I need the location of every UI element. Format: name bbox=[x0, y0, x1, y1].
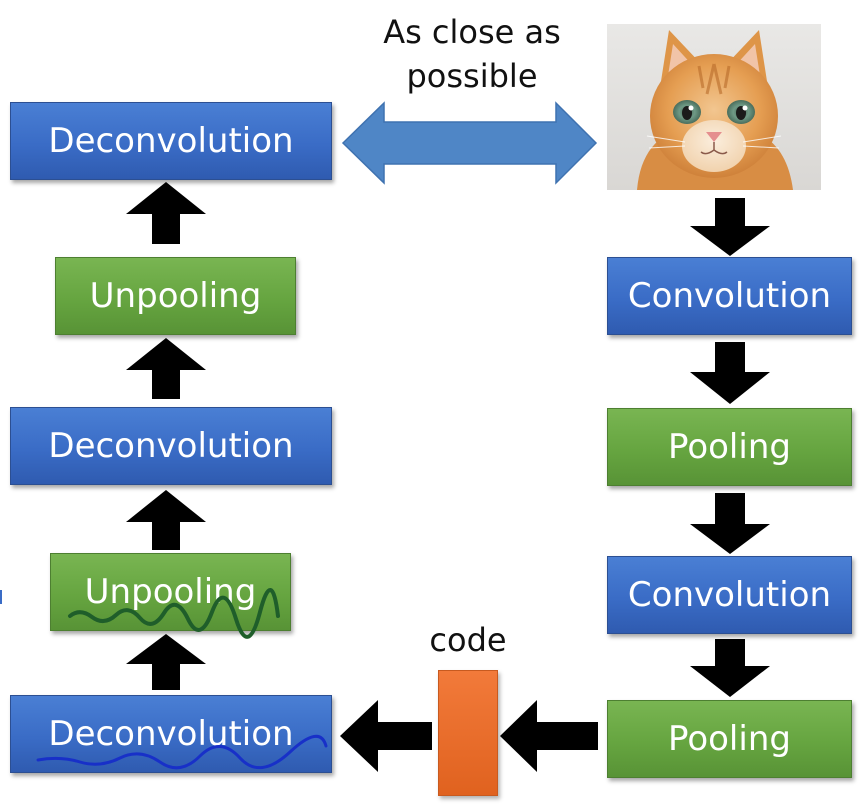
arrow-up-icon-2 bbox=[126, 490, 206, 550]
pooling-box-2: Pooling bbox=[607, 700, 852, 778]
pooling-label-2: Pooling bbox=[668, 719, 791, 759]
as-close-as-possible-label: As close as possible bbox=[383, 13, 561, 95]
deconvolution-box-top: Deconvolution bbox=[10, 102, 332, 180]
green-scribble-underline bbox=[68, 588, 280, 639]
deconvolution-box-middle: Deconvolution bbox=[10, 407, 332, 485]
convolution-label-1: Convolution bbox=[627, 276, 832, 316]
arrow-down-icon-1 bbox=[690, 198, 770, 256]
deconvolution-label-middle: Deconvolution bbox=[48, 426, 294, 466]
deconvolution-label-top: Deconvolution bbox=[48, 121, 294, 161]
pooling-box-1: Pooling bbox=[607, 408, 852, 486]
convolution-box-2: Convolution bbox=[607, 556, 852, 634]
convolution-label-2: Convolution bbox=[627, 575, 832, 615]
stray-mark bbox=[0, 590, 2, 604]
double-headed-arrow-icon bbox=[341, 101, 598, 185]
arrow-down-icon-2 bbox=[690, 342, 770, 404]
blue-scribble-underline bbox=[36, 735, 328, 770]
convolution-box-1: Convolution bbox=[607, 257, 852, 335]
unpooling-label-upper: Unpooling bbox=[89, 276, 262, 316]
arrow-down-icon-3 bbox=[690, 493, 770, 554]
arrow-left-icon-from-code bbox=[340, 700, 432, 772]
cat-photo-icon bbox=[607, 24, 821, 190]
unpooling-box-upper: Unpooling bbox=[55, 257, 296, 335]
pooling-label-1: Pooling bbox=[668, 427, 791, 467]
code-vector-bar bbox=[438, 670, 498, 796]
arrow-down-icon-4 bbox=[690, 639, 770, 697]
arrow-up-icon-1 bbox=[126, 634, 206, 690]
arrow-left-icon-into-code bbox=[500, 700, 598, 772]
arrow-up-icon-4 bbox=[126, 182, 206, 244]
code-label: code bbox=[429, 621, 507, 659]
arrow-up-icon-3 bbox=[126, 338, 206, 399]
deconvolution-label-bottom: Deconvolution bbox=[48, 714, 294, 754]
